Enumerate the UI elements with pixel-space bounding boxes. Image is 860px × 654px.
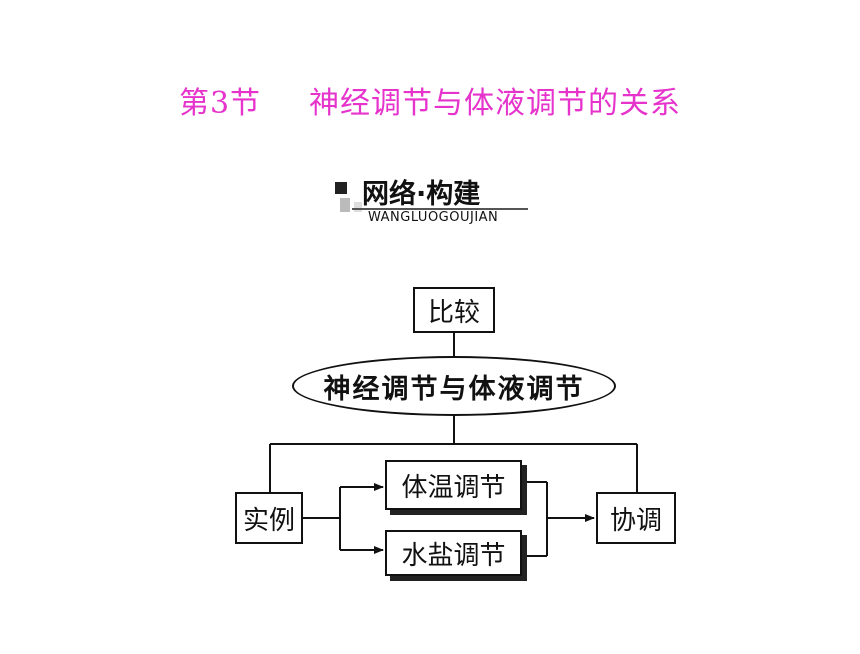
node-example-label: 实例 [242, 505, 295, 536]
page-title: 第3节 神经调节与体液调节的关系 [0, 78, 860, 122]
section-logo: 网络·构建 WANGLUOGOUJIAN [330, 172, 530, 232]
logo-square-light [354, 202, 362, 212]
logo-square-dark [335, 182, 347, 194]
logo-subtitle: WANGLUOGOUJIAN [368, 210, 499, 225]
node-body-temp-label: 体温调节 [401, 472, 506, 503]
logo-title: 网络·构建 [362, 179, 481, 210]
node-coordinate-label: 协调 [609, 505, 662, 536]
node-water-salt: 水盐调节 [385, 530, 522, 576]
node-body-temp: 体温调节 [385, 460, 522, 510]
node-center-label: 神经调节与体液调节 [323, 373, 585, 405]
node-coordinate: 协调 [596, 492, 676, 544]
node-example: 实例 [235, 492, 303, 544]
node-compare-label: 比较 [427, 297, 480, 328]
logo-square-gray [340, 198, 350, 212]
node-center: 神经调节与体液调节 [292, 356, 616, 416]
page-title-main: 神经调节与体液调节的关系 [309, 86, 682, 121]
logo-underline [352, 208, 528, 210]
node-compare: 比较 [413, 287, 495, 333]
node-water-salt-label: 水盐调节 [401, 540, 506, 571]
page-title-prefix: 第3节 [178, 86, 262, 121]
